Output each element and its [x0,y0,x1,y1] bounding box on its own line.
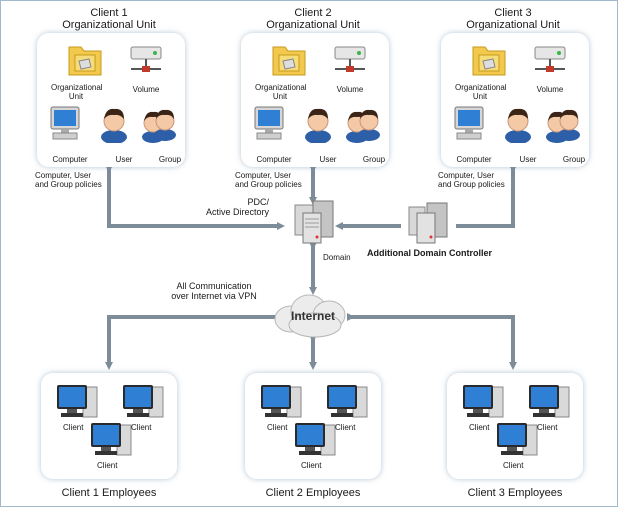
arrow-internet-employees1 [105,313,280,370]
client2-title-line2: Organizational Unit [266,19,360,31]
client2-volume-label: Volume [336,85,364,94]
client2-ou-title: Client 2 Organizational Unit [253,7,373,31]
vpn-label: All Communication over Internet via VPN [171,281,257,301]
employees3-client-label-3: Client [503,461,524,470]
computer-icon [47,105,83,148]
client2-group-label: Group [362,155,386,164]
client-computer-icon [293,421,337,466]
client2-org-unit-label: Organizational Unit [255,83,307,101]
client-computer-icon [461,383,505,428]
additional-dc-server-icon [408,202,448,244]
group-icon [139,105,179,148]
additional-dc-label: Additional Domain Controller [367,248,492,258]
folder-icon [271,41,307,84]
client3-computer-label: Computer [456,155,492,164]
client3-org-unit-label: Organizational Unit [455,83,507,101]
employees1-caption: Client 1 Employees [61,487,157,499]
arrow-client1-ou [105,165,285,230]
client-computer-icon [495,421,539,466]
client2-computer-label: Computer [256,155,292,164]
employees1-client-label-2: Client [131,423,152,432]
server-icon [294,200,334,244]
employees2-client-label-3: Client [301,461,322,470]
pdc-label: PDC/ Active Directory [205,197,269,217]
client1-title-line2: Organizational Unit [62,19,156,31]
employees2-client-label-2: Client [335,423,356,432]
volume-icon [127,43,165,82]
client1-user-label: User [115,155,133,164]
group-icon [543,105,583,148]
client-computer-icon [55,383,99,428]
client-computer-icon [259,383,303,428]
client-computer-icon [527,383,571,428]
client1-title-line1: Client 1 [90,7,128,19]
employees2-client-label-1: Client [267,423,288,432]
client3-title-line2: Organizational Unit [466,19,560,31]
client1-org-unit-label: Organizational Unit [51,83,103,101]
client1-policies-label: Computer, User and Group policies [35,171,102,189]
computer-icon [251,105,287,148]
domain-label: Domain [323,253,351,262]
user-icon [501,105,535,148]
employees3-client-label-1: Client [469,423,490,432]
client-computer-icon [89,421,133,466]
client2-title-line1: Client 2 [294,7,332,19]
user-icon [301,105,335,148]
employees2-caption: Client 2 Employees [265,487,361,499]
computer-icon [451,105,487,148]
client3-title-line1: Client 3 [494,7,532,19]
volume-icon [331,43,369,82]
client1-group-label: Group [158,155,182,164]
client1-ou-title: Client 1 Organizational Unit [49,7,169,31]
client2-policies-label: Computer, User and Group policies [235,171,302,189]
user-icon [97,105,131,148]
client3-group-label: Group [562,155,586,164]
client-computer-icon [121,383,165,428]
internet-label: Internet [290,309,335,323]
arrow-internet-employees3 [347,313,517,370]
arrow-client3-ou [456,165,517,228]
employees3-caption: Client 3 Employees [467,487,563,499]
employees3-client-label-2: Client [537,423,558,432]
group-icon [343,105,383,148]
client1-computer-label: Computer [52,155,88,164]
volume-icon [531,43,569,82]
client3-ou-title: Client 3 Organizational Unit [453,7,573,31]
client3-policies-label: Computer, User and Group policies [438,171,505,189]
client3-volume-label: Volume [536,85,564,94]
folder-icon [471,41,507,84]
client2-user-label: User [319,155,337,164]
client1-volume-label: Volume [132,85,160,94]
cloud-icon [274,294,346,338]
client3-user-label: User [519,155,537,164]
employees1-client-label-1: Client [63,423,84,432]
folder-icon [67,41,103,84]
employees1-client-label-3: Client [97,461,118,470]
client-computer-icon [325,383,369,428]
